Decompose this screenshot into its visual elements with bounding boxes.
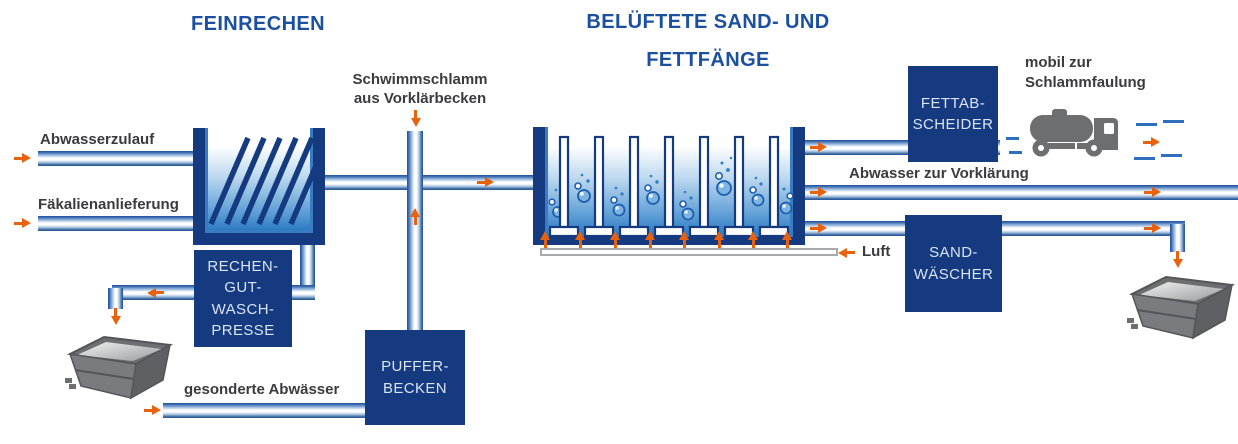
sand-fettfang-water xyxy=(545,127,794,237)
title-feinrechen: FEINRECHEN xyxy=(190,13,325,35)
aeration-arrow-up xyxy=(782,231,793,248)
box-line: RECHEN- xyxy=(207,257,279,275)
label-mobil-line2: Schlammfaulung xyxy=(1025,74,1146,91)
flow-arrow-down xyxy=(110,308,121,325)
pipe-abwasserzulauf xyxy=(38,151,200,166)
box-line: WÄSCHER xyxy=(913,265,994,283)
box-line: FETTAB- xyxy=(920,94,986,112)
flow-arrow-right xyxy=(477,177,494,188)
label-schwimmschlamm-line1: Schwimmschlamm xyxy=(352,71,488,88)
flow-arrow-right xyxy=(1144,223,1161,234)
box-line: BECKEN xyxy=(382,379,448,397)
pipe-faekalienanlieferung xyxy=(38,216,200,231)
label-abwasserzulauf: Abwasserzulauf xyxy=(40,131,155,148)
flow-arrow-left xyxy=(147,287,164,298)
air-arrow-left xyxy=(838,247,855,258)
title-sand-fettfaenge-line2: FETTFÄNGE xyxy=(646,49,770,71)
pipe-schwimmschlamm-pufferbecken xyxy=(407,131,423,332)
flow-arrow-down xyxy=(410,110,421,127)
pipe-presse-down-stub xyxy=(108,288,123,309)
flow-arrow-right xyxy=(1144,187,1161,198)
pipe-abwasser-vorklaerung xyxy=(793,185,1238,200)
feinrechen-water xyxy=(205,128,316,233)
box-pufferbecken: PUFFER- BECKEN xyxy=(365,330,465,425)
transfer-dash xyxy=(1134,157,1155,160)
label-mobil-line1: mobil zur xyxy=(1025,54,1092,71)
aeration-arrow-up xyxy=(540,231,551,248)
title-sand-fettfaenge-line1: BELÜFTETE SAND- UND xyxy=(586,11,830,33)
box-rechengutwaschpresse: RECHEN- GUT- WASCH- PRESSE xyxy=(194,250,292,347)
aeration-arrow-up xyxy=(714,231,725,248)
aeration-arrow-up xyxy=(679,231,690,248)
pipe-presse-elbow xyxy=(288,285,315,300)
pipe-feinrechen-outlet xyxy=(313,175,548,190)
air-manifold-line xyxy=(540,248,838,256)
box-line: WASCH- xyxy=(211,300,275,318)
box-line: PUFFER- xyxy=(381,358,449,376)
tanker-truck-icon xyxy=(1028,106,1128,163)
pipe-gesonderte-abwaesser xyxy=(163,403,368,418)
screen-bars-icon xyxy=(208,136,316,226)
box-line: GUT- xyxy=(224,279,262,297)
flow-arrow-right xyxy=(810,187,827,198)
label-schwimmschlamm-line2: aus Vorklärbecken xyxy=(353,90,487,107)
flow-arrow-down xyxy=(1172,251,1183,268)
label-abwasser-zur-vorklaerung: Abwasser zur Vorklärung xyxy=(849,165,1029,182)
flow-arrow-right xyxy=(810,223,827,234)
aeration-arrow-up xyxy=(610,231,621,248)
feinrechen-tank xyxy=(193,128,325,245)
box-sandwaescher: SAND- WÄSCHER xyxy=(905,215,1002,312)
box-line: PRESSE xyxy=(211,321,275,339)
flow-arrow-right xyxy=(144,405,161,416)
transfer-dash xyxy=(1136,123,1157,126)
flow-arrow-right xyxy=(1143,137,1160,148)
box-line: SCHEIDER xyxy=(912,116,994,133)
aeration-arrow-up xyxy=(575,231,586,248)
box-line: SAND- xyxy=(929,244,978,262)
sand-fettfang-tank xyxy=(533,127,805,245)
label-luft: Luft xyxy=(862,243,891,260)
transfer-dash xyxy=(1161,154,1182,157)
transfer-dash xyxy=(1006,137,1019,140)
aeration-arrow-up xyxy=(748,231,759,248)
baffles-and-bubbles-icon xyxy=(548,135,794,237)
transfer-dash xyxy=(1009,151,1022,154)
label-gesonderte-abwaesser: gesonderte Abwässer xyxy=(184,381,340,398)
label-faekalienanlieferung: Fäkalienanlieferung xyxy=(38,196,179,213)
transfer-dash xyxy=(1163,120,1184,123)
flow-arrow-right xyxy=(810,142,827,153)
pipe-sand-down-stub xyxy=(1170,224,1185,252)
aeration-arrow-up xyxy=(645,231,656,248)
box-fettabscheider: FETTAB- SCHEIDER xyxy=(908,66,998,162)
flow-arrow-up xyxy=(410,208,421,225)
flow-arrow-right xyxy=(14,153,31,164)
skip-container-icon xyxy=(64,332,176,409)
skip-container-icon xyxy=(1126,272,1238,349)
flow-arrow-right xyxy=(14,218,31,229)
